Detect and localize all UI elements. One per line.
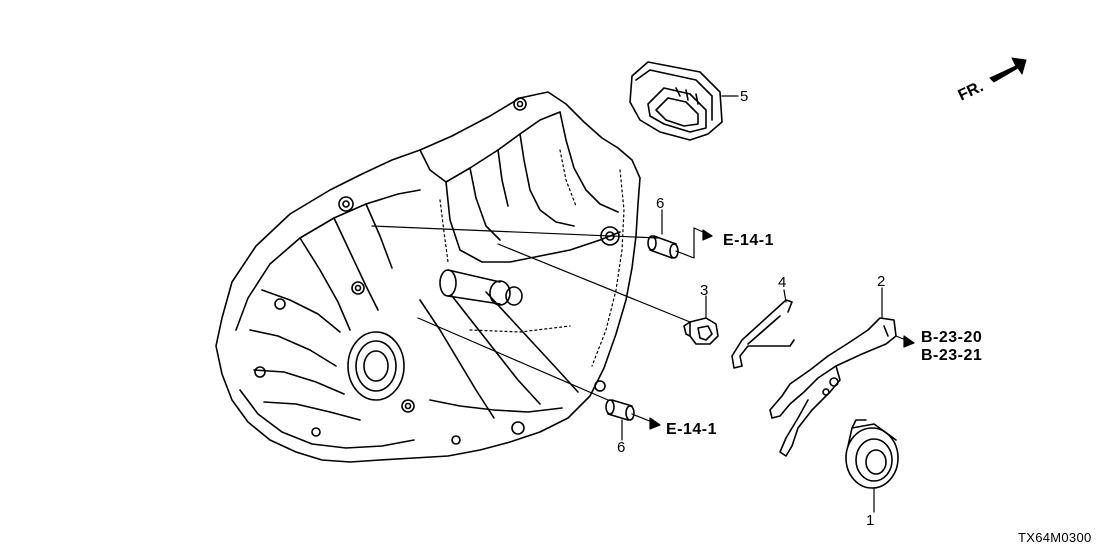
reference-b-23-20: B-23-20 bbox=[921, 329, 983, 346]
callout-3: 3 bbox=[700, 282, 709, 299]
callout-5: 5 bbox=[740, 88, 749, 105]
callout-2: 2 bbox=[877, 273, 886, 290]
part-6-dowel-pin-lower bbox=[605, 399, 635, 421]
callout-4: 4 bbox=[778, 274, 787, 291]
part-6-dowel-pin-upper bbox=[647, 235, 679, 259]
part-2-release-fork bbox=[769, 317, 897, 457]
part-1-release-bearing bbox=[845, 419, 899, 489]
callout-6-lower: 6 bbox=[617, 439, 626, 456]
part-4-spring-clip bbox=[731, 299, 795, 369]
callout-1: 1 bbox=[866, 512, 875, 529]
reference-e-14-1-lower: E-14-1 bbox=[666, 421, 718, 438]
part-5-boot bbox=[629, 61, 723, 141]
reference-e-14-1-upper: E-14-1 bbox=[723, 232, 775, 249]
diagram-code: TX64M0300 bbox=[1018, 530, 1092, 545]
reference-b-23-21: B-23-21 bbox=[921, 347, 983, 364]
transmission-housing bbox=[215, 91, 641, 463]
leader-lines bbox=[371, 95, 915, 513]
part-3-pivot-bolt bbox=[683, 317, 719, 345]
front-direction-arrow-icon bbox=[989, 57, 1027, 83]
callout-6-upper: 6 bbox=[656, 195, 665, 212]
